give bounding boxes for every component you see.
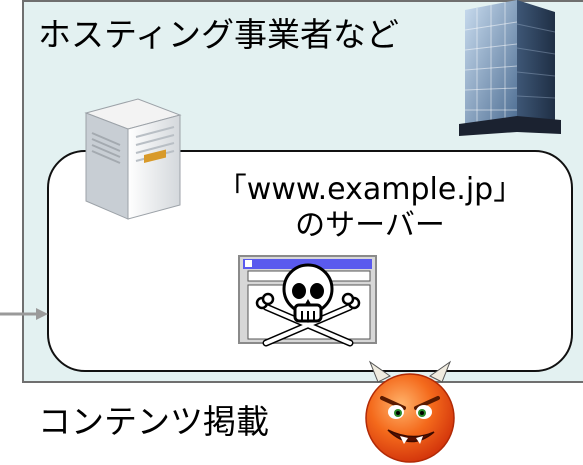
server-name-line-1: 「www.example.jp」 [216,172,524,207]
hosting-provider-title: ホスティング事業者など [38,15,400,54]
skull-crossbones-window-icon [238,255,377,347]
server-name: 「www.example.jp」 のサーバー [170,172,570,244]
upload-arrow-icon [0,308,48,320]
server-name-line-2: のサーバー [295,208,445,243]
content-posting-caption: コンテンツ掲載 [38,402,269,441]
devil-face-icon [365,360,455,463]
office-building-icon [459,0,561,136]
server-tower-icon [84,98,182,220]
